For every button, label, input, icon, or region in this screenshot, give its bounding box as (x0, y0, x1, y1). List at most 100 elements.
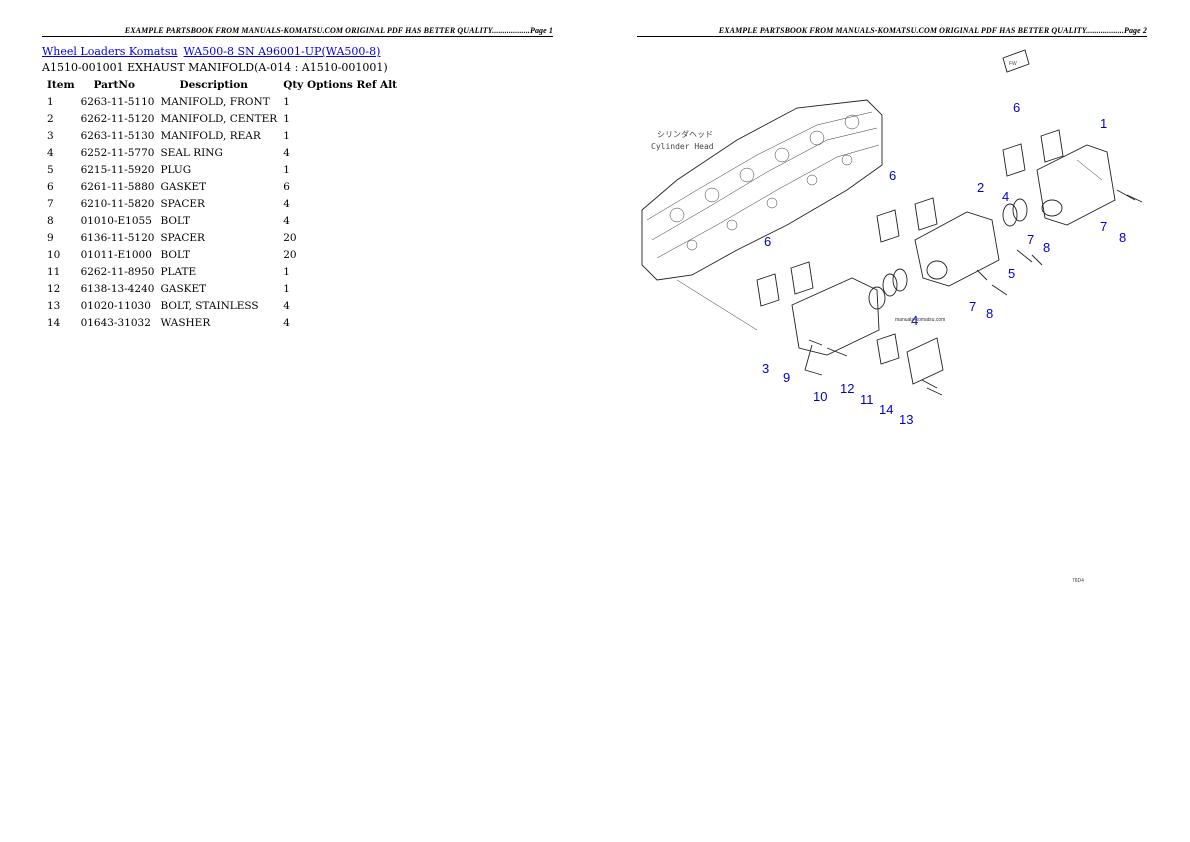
cell-description: PLATE (160, 265, 197, 278)
cell-partno: 6136-11-5120 (80, 231, 155, 244)
bolts-drawing (808, 189, 1143, 396)
cell-partno: 6262-11-8950 (80, 265, 155, 278)
cell-description: MANIFOLD, REAR (160, 129, 261, 142)
cell-qty: 20 (283, 231, 297, 244)
cell-qty: 4 (283, 299, 290, 312)
cell-description: BOLT (160, 248, 191, 261)
cell-item: 4 (47, 146, 54, 159)
cell-qty: 1 (283, 163, 290, 176)
page-2-header: EXAMPLE PARTSBOOK FROM MANUALS-KOMATSU.C… (637, 26, 1147, 37)
manifold-center-drawing (914, 211, 1000, 287)
callout-6: 6 (764, 234, 771, 249)
callout-11: 11 (860, 392, 874, 407)
cell-description: GASKET (160, 180, 207, 193)
table-row: 1 6263-11-5110 MANIFOLD, FRONT 1 (44, 93, 400, 110)
column-header-partno: PartNo (93, 78, 135, 91)
cell-item: 2 (47, 112, 54, 125)
table-row: 7 6210-11-5820 SPACER 4 (44, 195, 400, 212)
cell-item: 5 (47, 163, 54, 176)
cell-partno: 01010-E1055 (80, 214, 152, 227)
manifold-rear-drawing (791, 277, 886, 376)
cell-partno: 6138-13-4240 (80, 282, 155, 295)
cell-item: 11 (47, 265, 61, 278)
cell-qty: 20 (283, 248, 297, 261)
table-header-row: Item PartNo Description Qty Options Ref … (44, 76, 400, 93)
callout-8: 8 (1119, 230, 1126, 245)
gasket-group-middle (876, 197, 938, 243)
cell-qty: 4 (283, 197, 290, 210)
callout-5: 5 (1008, 266, 1015, 281)
seal-rings-drawing (882, 198, 1028, 297)
cell-partno: 6263-11-5130 (80, 129, 155, 142)
cylinder-head-label-jp: シリンダヘッド (657, 129, 713, 139)
column-header-item: Item (47, 78, 75, 91)
cell-item: 1 (47, 95, 54, 108)
callout-12: 12 (840, 381, 854, 396)
cell-description: SEAL RING (160, 146, 223, 159)
cell-item: 8 (47, 214, 54, 227)
callout-2: 2 (977, 180, 984, 195)
cell-description: SPACER (160, 231, 205, 244)
cell-item: 10 (47, 248, 61, 261)
cell-qty: 1 (283, 112, 290, 125)
table-row: 5 6215-11-5920 PLUG 1 (44, 161, 400, 178)
cell-partno: 6252-11-5770 (80, 146, 155, 159)
cell-qty: 6 (283, 180, 290, 193)
cell-description: GASKET (160, 282, 207, 295)
table-row: 12 6138-13-4240 GASKET 1 (44, 280, 400, 297)
cell-item: 7 (47, 197, 54, 210)
column-header-description: Description (179, 78, 248, 91)
cell-description: BOLT, STAINLESS (160, 299, 259, 312)
table-row: 11 6262-11-8950 PLATE 1 (44, 263, 400, 280)
fw-direction-badge: FW (1002, 49, 1030, 73)
cell-item: 12 (47, 282, 61, 295)
fw-label: FW (1009, 61, 1017, 67)
cell-item: 9 (47, 231, 54, 244)
page-title: A1510-001001 EXHAUST MANIFOLD(A-014 : A1… (42, 61, 388, 74)
cell-partno: 6210-11-5820 (80, 197, 155, 210)
cell-description: PLUG (160, 163, 192, 176)
cell-description: WASHER (160, 316, 211, 329)
gasket-group-top (1002, 129, 1064, 177)
callout-4: 4 (1002, 189, 1009, 204)
callout-13: 13 (899, 412, 913, 427)
callout-1: 1 (1100, 116, 1107, 131)
cell-qty: 1 (283, 282, 290, 295)
cell-partno: 6215-11-5920 (80, 163, 155, 176)
table-row: 9 6136-11-5120 SPACER 20 (44, 229, 400, 246)
watermark: manuals-komatsu.com (895, 317, 945, 323)
cell-qty: 1 (283, 265, 290, 278)
callout-7: 7 (969, 299, 976, 314)
table-row: 8 01010-E1055 BOLT 4 (44, 212, 400, 229)
cell-item: 13 (47, 299, 61, 312)
cell-description: BOLT (160, 214, 191, 227)
model-link[interactable]: WA500-8 SN A96001-UP(WA500-8) (183, 45, 381, 58)
callout-6: 6 (1013, 100, 1020, 115)
cell-description: MANIFOLD, FRONT (160, 95, 270, 108)
callout-7: 7 (1100, 219, 1107, 234)
column-header-qty-options: Qty Options Ref Alt (283, 78, 398, 91)
diagram-code: 76D4 (1072, 578, 1084, 584)
callout-9: 9 (783, 370, 790, 385)
cell-qty: 4 (283, 214, 290, 227)
callout-7: 7 (1027, 232, 1034, 247)
cell-item: 3 (47, 129, 54, 142)
cell-qty: 4 (283, 316, 290, 329)
cell-qty: 1 (283, 95, 290, 108)
cell-partno: 6263-11-5110 (80, 95, 155, 108)
page-1-header: EXAMPLE PARTSBOOK FROM MANUALS-KOMATSU.C… (42, 26, 553, 37)
cell-description: SPACER (160, 197, 205, 210)
callout-14: 14 (879, 402, 893, 417)
wheel-loaders-link[interactable]: Wheel Loaders Komatsu (42, 45, 178, 58)
manifold-front-drawing (1036, 144, 1116, 226)
callout-8: 8 (1043, 240, 1050, 255)
cell-partno: 6261-11-5880 (80, 180, 155, 193)
callout-4: 4 (911, 313, 918, 328)
